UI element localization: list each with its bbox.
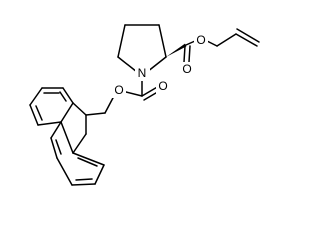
label-background (156, 79, 170, 94)
ester-oxygen-label: O (196, 33, 205, 47)
atom-labels: O O N O O (112, 33, 208, 98)
bond (60, 121, 74, 154)
bond (158, 24, 167, 58)
label-background (135, 66, 150, 81)
label-background (194, 33, 208, 48)
ring-nitrogen-label: N (138, 66, 147, 80)
bond (72, 133, 87, 154)
bond (72, 102, 87, 116)
bond (62, 87, 74, 104)
aromatic-inner-bond (35, 105, 43, 121)
bond (29, 104, 39, 126)
bond (146, 56, 167, 73)
bond (50, 121, 62, 139)
bond (206, 40, 218, 47)
chemical-structure: O O N O O (29, 24, 260, 186)
carbamate-ether-oxygen-label: O (114, 83, 123, 97)
bond (37, 121, 62, 126)
bond (94, 164, 105, 185)
bond (117, 24, 126, 58)
aromatic-inner-bond (59, 91, 67, 102)
bond (71, 183, 96, 186)
bond (85, 112, 106, 116)
label-background (180, 62, 194, 77)
aromatic-inner-bond (77, 157, 98, 167)
bond (104, 95, 115, 114)
bond (50, 137, 58, 159)
bond (72, 152, 105, 166)
bond (125, 91, 143, 97)
bond (117, 56, 138, 73)
aromatic-inner-bond (75, 178, 93, 181)
bond (29, 87, 43, 106)
allyl-ester-group (183, 28, 260, 63)
double-bond (183, 45, 186, 63)
bond (185, 40, 196, 46)
ester-carbonyl-oxygen-label: O (182, 62, 191, 76)
double-bond (235, 33, 258, 47)
double-bond (188, 45, 191, 63)
bond (60, 102, 74, 123)
stereo-wedge-bond (166, 43, 187, 57)
bond (216, 33, 237, 47)
bond (56, 157, 73, 186)
pyrrolidine-ring (117, 24, 167, 73)
carbamate-group (85, 79, 162, 116)
carbamate-carbonyl-oxygen-label: O (158, 79, 167, 93)
label-background (112, 83, 126, 98)
fluorene-ring-system (29, 87, 105, 186)
double-bond (236, 28, 260, 43)
aromatic-inner-bond (55, 139, 62, 155)
